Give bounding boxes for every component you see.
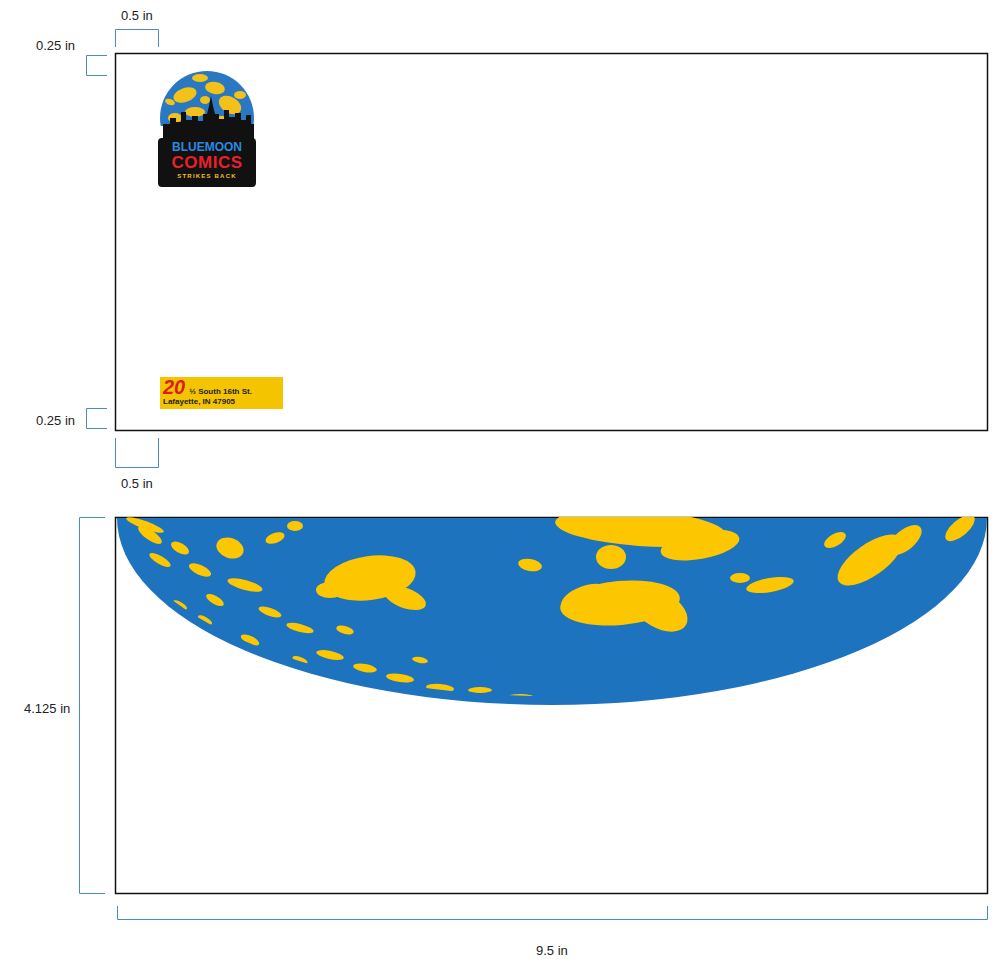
moon-spot: [185, 107, 205, 117]
address-box: 20 ½ South 16th St.Lafayette, IN 47905: [160, 377, 283, 409]
envelope-front: [116, 54, 988, 431]
moon-spot: [239, 632, 261, 648]
moon-spot: [315, 648, 344, 662]
moon-spot: [192, 74, 208, 82]
moon-spot: [125, 514, 165, 535]
moon-spot: [257, 604, 282, 620]
logo-text: BLUEMOON: [172, 141, 242, 154]
moon-spot: [352, 662, 377, 674]
dimension-label: 0.25 in: [34, 38, 77, 53]
text-row: STRIKES BACK: [164, 172, 250, 180]
moon-spot: [506, 694, 534, 700]
moon-spot: [557, 578, 612, 618]
moon-spot: [164, 97, 175, 106]
text-row: 20 ½ South 16th St.: [163, 378, 279, 397]
moon-spot: [187, 560, 213, 579]
moon-spot: [412, 656, 429, 665]
moon-spot: [264, 530, 286, 546]
logo-moon: [160, 71, 254, 126]
moon-spot: [941, 510, 979, 545]
address-text: ½ South 16th St.: [189, 387, 252, 397]
moon-spot: [517, 557, 543, 573]
moon-spot: [226, 576, 263, 595]
moon-spot: [316, 582, 344, 598]
moon-spot: [596, 545, 626, 569]
moon-spot: [148, 551, 173, 570]
moon-spot: [730, 573, 750, 583]
dimension-bracket: [80, 30, 988, 920]
moon-spot: [381, 581, 429, 615]
moon-spot: [386, 672, 415, 684]
moon-spot: [822, 529, 849, 551]
dimension-label: 4.125 in: [22, 701, 72, 716]
address-text: Lafayette, IN 47905: [163, 397, 235, 407]
moon-spot: [468, 687, 492, 693]
moon-spot: [625, 579, 695, 640]
dimension-label: 9.5 in: [534, 943, 570, 958]
dimension-label: 0.5 in: [119, 476, 155, 491]
city-silhouette: [163, 96, 254, 140]
moon-spot: [200, 96, 210, 104]
moon-graphic: [117, 504, 987, 705]
moon-spot: [287, 521, 303, 531]
text-row: Lafayette, IN 47905: [163, 397, 279, 407]
text-row: COMICS: [164, 154, 250, 172]
moon-spot: [197, 613, 214, 626]
moon-spot: [234, 91, 246, 99]
moon-spot: [426, 683, 455, 693]
moon-spot: [745, 574, 795, 596]
dimension-label: 0.5 in: [119, 8, 155, 23]
moon-spot: [883, 519, 926, 560]
text-row: BLUEMOON: [164, 141, 250, 154]
logo-text: STRIKES BACK: [177, 172, 236, 180]
moon-spot: [213, 534, 246, 562]
logo-badge: BLUEMOONCOMICSSTRIKES BACK: [158, 138, 256, 187]
moon-spot: [169, 539, 191, 558]
envelope-back: [116, 518, 988, 894]
moon-spot: [291, 654, 308, 665]
dimension-label: 0.25 in: [34, 413, 77, 428]
moon-spot: [335, 624, 354, 636]
moon-spot: [204, 80, 226, 95]
moon-spot: [172, 598, 189, 611]
moon-spot: [204, 592, 225, 609]
address-text: 20: [163, 378, 185, 396]
moon-spot: [171, 84, 198, 105]
moon-spot: [285, 621, 314, 636]
moon-spot: [658, 524, 742, 565]
logo-text: COMICS: [172, 154, 243, 172]
